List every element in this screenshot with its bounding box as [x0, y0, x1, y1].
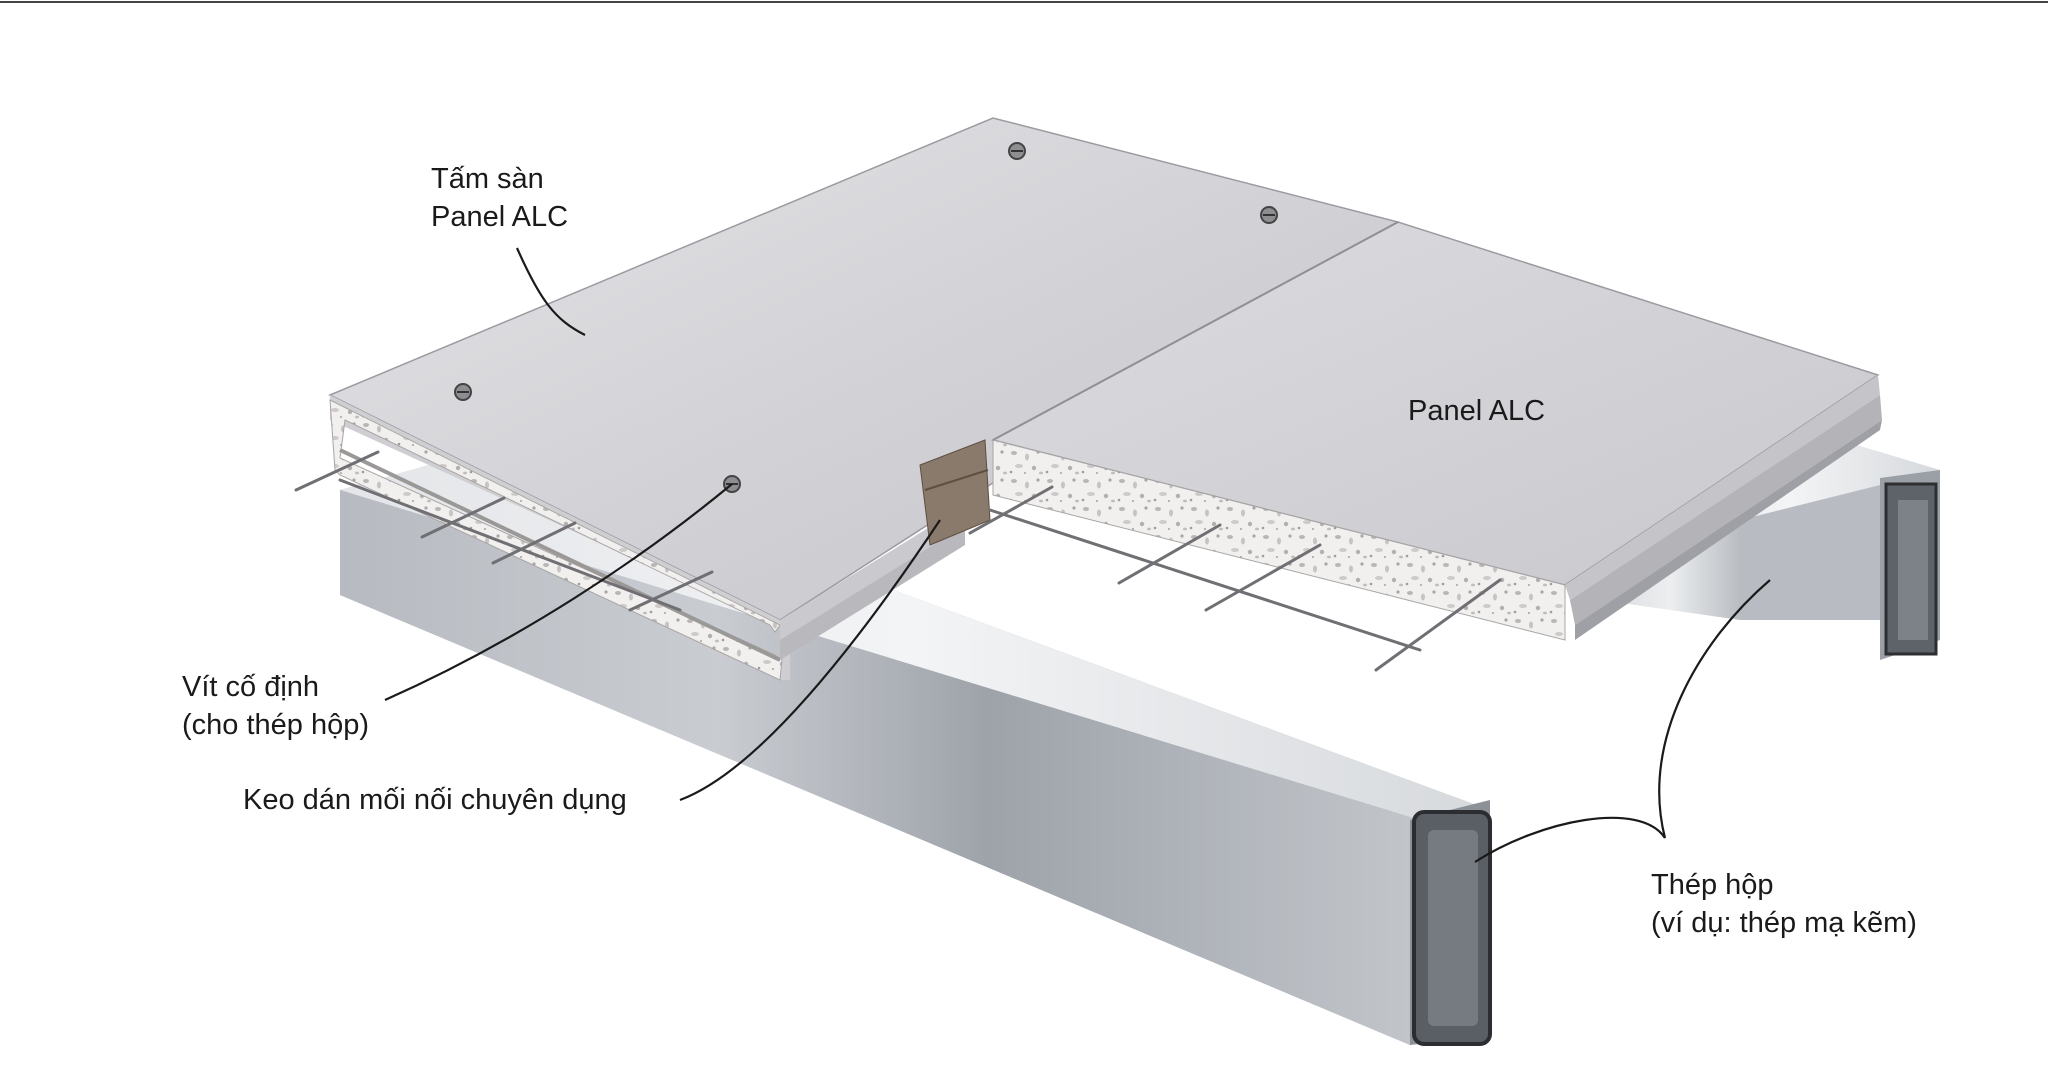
label-joint-adhesive: Keo dán mối nối chuyên dụng: [243, 781, 627, 819]
label-alc-floor-slab-line1: Tấm sàn: [431, 163, 544, 195]
leader-steel-back: [1658, 579, 1771, 839]
label-fixing-screw-line1: Vít cố định: [182, 671, 320, 703]
leader-screw: [384, 483, 733, 702]
label-steel-box-line2: (ví dụ: thép mạ kẽm): [1651, 907, 1917, 939]
alc-panel-right: [968, 221, 1882, 672]
leader-slab: [515, 247, 586, 336]
label-steel-box-line1: Thép hộp: [1651, 869, 1774, 901]
leader-lines: [384, 247, 1771, 863]
leader-steel-front: [1474, 816, 1666, 863]
rebar-left: [294, 450, 714, 612]
label-joint-adhesive-text: Keo dán mối nối chuyên dụng: [243, 784, 627, 816]
label-alc-floor-slab: Tấm sàn Panel ALC: [431, 160, 568, 236]
screw-icon: [454, 383, 472, 401]
label-alc-panel: Panel ALC: [1408, 392, 1545, 430]
label-alc-floor-slab-line2: Panel ALC: [431, 201, 569, 233]
screw-icon: [1260, 206, 1278, 224]
fixing-screws: [454, 142, 1278, 493]
panel-joint-line: [992, 221, 1399, 441]
alc-panel-left: [294, 117, 1400, 681]
label-alc-panel-text: Panel ALC: [1408, 395, 1546, 427]
rebar-right: [968, 485, 1502, 672]
label-fixing-screw: Vít cố định (cho thép hộp): [182, 668, 369, 744]
label-steel-box: Thép hộp (ví dụ: thép mạ kẽm): [1651, 866, 1917, 942]
screw-icon: [1008, 142, 1026, 160]
leader-glue: [679, 519, 941, 802]
label-fixing-screw-line2: (cho thép hộp): [182, 709, 370, 741]
joint-adhesive: [919, 439, 991, 546]
